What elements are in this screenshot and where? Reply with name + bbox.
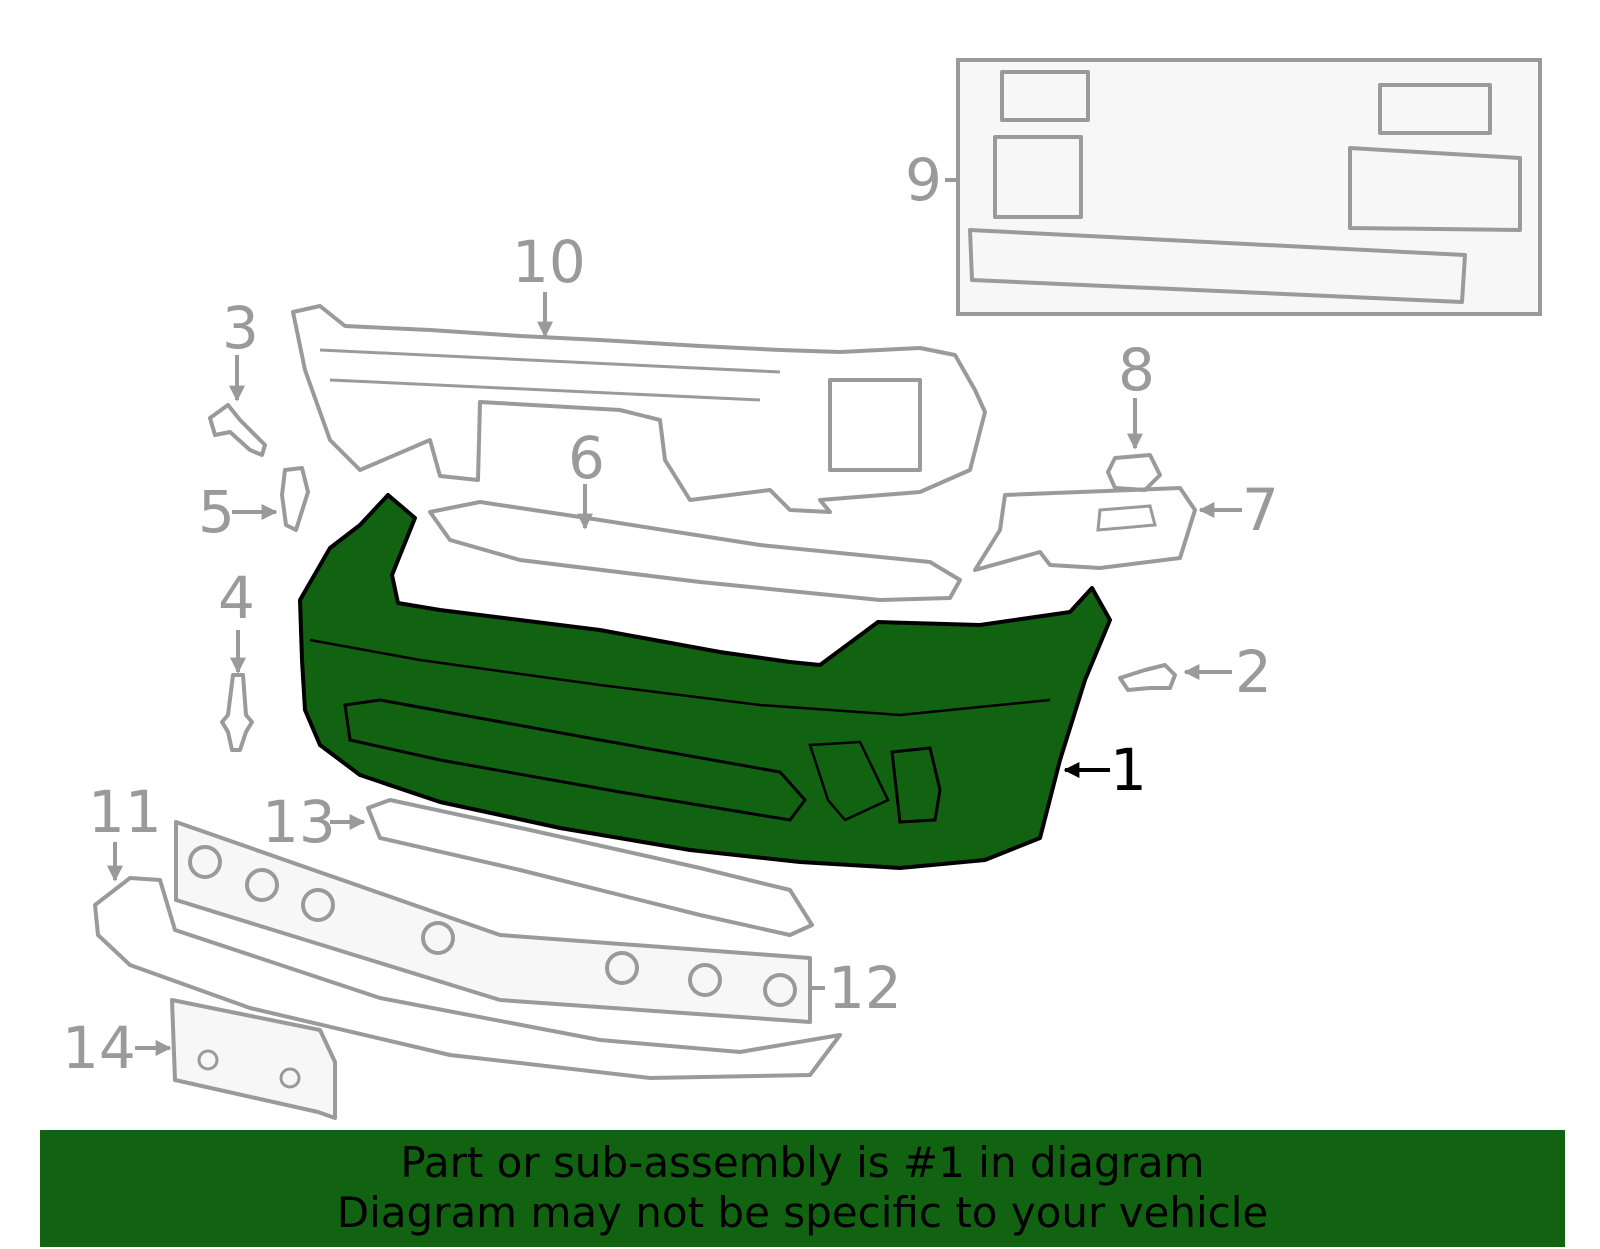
callout-8: 8 <box>1118 336 1155 404</box>
callout-3: 3 <box>222 294 259 362</box>
part-7-side-bracket[interactable] <box>973 486 1197 572</box>
callout-14: 14 <box>62 1014 136 1082</box>
callout-2: 2 <box>1235 638 1272 706</box>
part-10-absorber-bracket[interactable] <box>291 304 987 514</box>
callout-10: 10 <box>512 228 586 296</box>
callout-7: 7 <box>1242 476 1279 544</box>
callout-4: 4 <box>218 564 255 632</box>
callout-11: 11 <box>88 778 162 846</box>
part-8-nut[interactable] <box>1106 453 1162 492</box>
callout-13: 13 <box>262 788 336 856</box>
callout-12: 12 <box>828 954 902 1022</box>
part-4-push-pin[interactable] <box>220 673 254 752</box>
info-line-part: Part or sub-assembly is #1 in diagram <box>400 1138 1205 1187</box>
part-3-retainer[interactable] <box>208 403 267 457</box>
part-9-reinforcement-assembly[interactable] <box>956 58 1542 316</box>
part-13-lower-strip[interactable] <box>366 798 814 937</box>
part-12-shield[interactable] <box>174 820 812 1024</box>
part-6-upper-valance[interactable] <box>428 500 962 602</box>
callout-6: 6 <box>568 424 605 492</box>
part-2-screw[interactable] <box>1118 663 1177 692</box>
info-line-disclaimer: Diagram may not be specific to your vehi… <box>336 1188 1269 1237</box>
callout-9: 9 <box>905 146 942 214</box>
part-1-bumper-cover[interactable] <box>298 493 1112 870</box>
info-banner: Part or sub-assembly is #1 in diagram Di… <box>40 1130 1565 1247</box>
callout-arrows <box>107 178 1242 1056</box>
part-11-air-dam[interactable] <box>93 876 842 1080</box>
part-5-clip[interactable] <box>280 466 310 532</box>
callout-5: 5 <box>198 478 235 546</box>
part-14-license-bracket[interactable] <box>170 998 337 1120</box>
callout-1: 1 <box>1110 736 1147 804</box>
